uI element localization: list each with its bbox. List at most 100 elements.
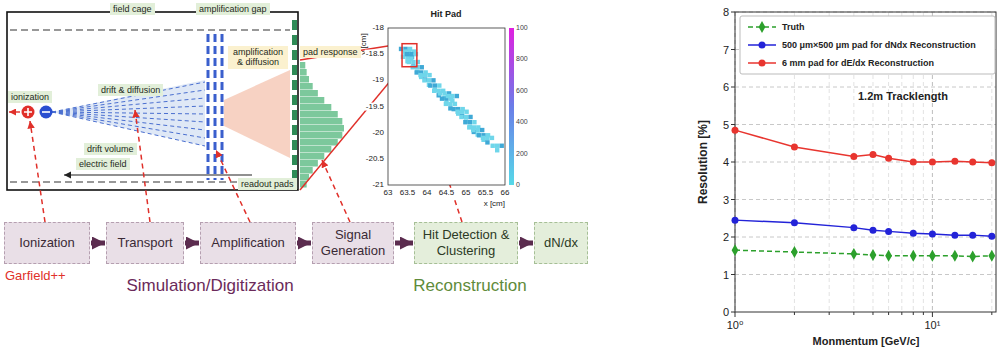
box-text: field cage bbox=[113, 4, 152, 14]
data-marker bbox=[988, 250, 995, 262]
data-marker bbox=[885, 155, 892, 162]
drift-line bbox=[52, 82, 205, 112]
hit-pad bbox=[428, 83, 432, 87]
pad-response-bar bbox=[300, 97, 324, 104]
pad-response-bar bbox=[300, 76, 309, 83]
label-box: readout pads bbox=[238, 178, 297, 190]
plot-frame bbox=[388, 28, 505, 185]
hit-pad bbox=[450, 94, 454, 98]
pad-response-bar bbox=[300, 118, 342, 125]
minus-sign bbox=[42, 111, 50, 113]
flow-arrow bbox=[297, 241, 311, 246]
plot-label: 200 bbox=[516, 150, 528, 158]
pointer-arrow bbox=[30, 121, 45, 222]
data-marker bbox=[850, 153, 857, 160]
ion-symbol bbox=[22, 106, 35, 119]
chart-label: 4 bbox=[723, 156, 729, 168]
box-text: drift volume bbox=[87, 144, 134, 154]
data-marker bbox=[988, 233, 995, 240]
data-marker bbox=[791, 144, 798, 151]
plot-label: -19.5 bbox=[365, 102, 385, 111]
hit-pad bbox=[433, 83, 437, 87]
hit-pad bbox=[495, 144, 499, 148]
axis-tick bbox=[731, 237, 735, 238]
drift-cone bbox=[52, 80, 205, 146]
hit-pad bbox=[423, 73, 427, 77]
box-text: Ionization bbox=[19, 235, 75, 251]
flow-arrow bbox=[91, 241, 105, 246]
plot-label: -20.5 bbox=[365, 154, 385, 163]
hit-pad bbox=[433, 88, 437, 92]
hit-pad bbox=[467, 125, 471, 129]
tpc-chamber bbox=[7, 12, 298, 190]
pad-response-bar bbox=[300, 111, 338, 118]
drift-line bbox=[52, 106, 205, 112]
plot-label: -18.5 bbox=[365, 50, 385, 59]
box-text: Amplification bbox=[211, 235, 285, 251]
hit-pad bbox=[427, 73, 431, 77]
grid-line bbox=[735, 124, 996, 125]
field-cage-line bbox=[10, 29, 290, 30]
data-marker bbox=[759, 42, 766, 49]
hit-pad bbox=[411, 60, 415, 64]
ion-drift-arrow bbox=[9, 111, 20, 112]
pad-response-bar bbox=[300, 90, 318, 97]
hit-pad bbox=[423, 77, 427, 81]
box-text: Hit Detection & Clustering bbox=[420, 227, 512, 258]
grid-line bbox=[735, 199, 996, 200]
hit-pad bbox=[427, 78, 431, 82]
plot-label: -19 bbox=[371, 76, 385, 85]
hit-pad bbox=[437, 83, 441, 87]
axis-tick bbox=[731, 49, 735, 50]
data-marker bbox=[951, 250, 958, 262]
hit-pad bbox=[471, 128, 475, 132]
box-text: drift & diffusion bbox=[101, 85, 160, 95]
data-marker bbox=[951, 158, 958, 165]
chart-label: 5 bbox=[723, 118, 729, 130]
axis-tick bbox=[731, 274, 735, 275]
box-text: amplification & diffusion bbox=[233, 47, 283, 67]
plot-label: 65.5 bbox=[477, 189, 495, 198]
zoom-box bbox=[402, 44, 417, 67]
pad-response-bar bbox=[300, 125, 344, 132]
pad-response-bar bbox=[300, 62, 305, 69]
pad-response-bar bbox=[300, 132, 342, 139]
plot-label: 0 bbox=[516, 181, 520, 189]
legend-sample bbox=[748, 60, 776, 67]
legend-sample bbox=[748, 42, 776, 49]
hit-pad bbox=[495, 148, 499, 152]
data-marker bbox=[929, 159, 936, 166]
data-marker bbox=[885, 228, 892, 235]
readout-pad bbox=[292, 80, 297, 90]
chart-label: 6 bbox=[723, 81, 729, 93]
label-box: ionization bbox=[8, 91, 52, 103]
label-box: drift volume bbox=[84, 143, 137, 155]
plot-label: 63.5 bbox=[399, 189, 417, 198]
pad-response-bar bbox=[300, 139, 338, 146]
avalanche-fan bbox=[224, 70, 290, 158]
readout-pad bbox=[292, 155, 297, 165]
data-marker bbox=[869, 151, 876, 158]
hit-pad bbox=[455, 94, 459, 98]
hit-pad bbox=[446, 94, 450, 98]
plot-label: 400 bbox=[516, 118, 528, 126]
hit-pad bbox=[459, 115, 463, 119]
flow-arrow bbox=[519, 241, 533, 246]
hit-pad bbox=[476, 128, 480, 132]
data-marker bbox=[759, 21, 766, 33]
process-box: Ionization bbox=[4, 222, 90, 264]
readout-pad bbox=[292, 50, 297, 60]
data-marker bbox=[910, 230, 917, 237]
pad-response-bar bbox=[300, 146, 331, 153]
plot-label: 66 bbox=[500, 189, 511, 198]
data-marker bbox=[791, 219, 798, 226]
pad-response-bar bbox=[300, 69, 307, 76]
plot-label: 600 bbox=[516, 87, 528, 95]
data-marker bbox=[910, 159, 917, 166]
box-text: pad response bbox=[303, 47, 358, 57]
legend-box bbox=[740, 16, 995, 74]
plot-label: 800 bbox=[516, 56, 528, 64]
hit-pad bbox=[481, 136, 485, 140]
data-marker bbox=[732, 217, 739, 224]
